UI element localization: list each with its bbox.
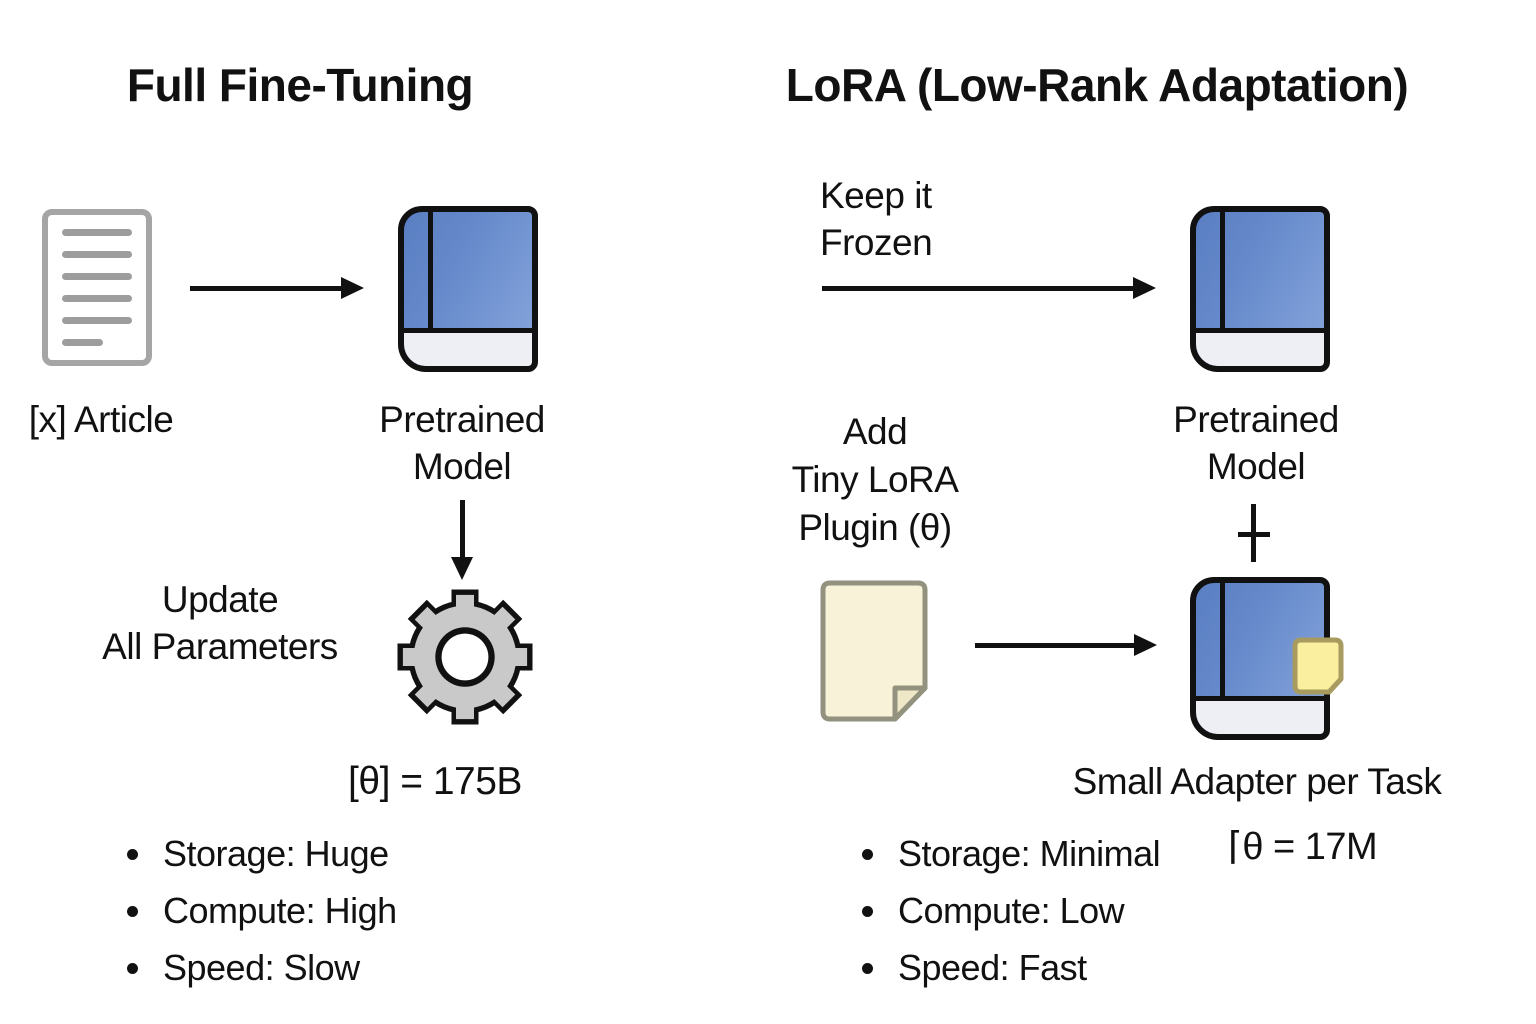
pretrained-model-book-icon (1190, 206, 1330, 372)
label-line: All Parameters (102, 626, 338, 667)
bullet-text: Storage: Minimal (898, 833, 1161, 874)
article-label: [x] Article (28, 399, 174, 440)
bullet-text: Storage: Huge (163, 833, 389, 874)
right-column-title: LoRA (Low-Rank Adaptation) (785, 59, 1409, 111)
sticky-note-icon (1292, 637, 1344, 695)
label-line: Plugin (θ) (798, 507, 952, 548)
left-bullet-list: Storage: Huge Compute: High Speed: Slow (127, 833, 397, 989)
bullet-text: Speed: Fast (898, 947, 1087, 988)
left-column-title: Full Fine-Tuning (126, 59, 474, 111)
label-line: Add (842, 411, 908, 452)
bullet-dot (127, 962, 138, 974)
arrow-down-icon (451, 500, 473, 580)
bullet-item: Speed: Fast (862, 947, 1160, 989)
bullet-text: Speed: Slow (163, 947, 360, 988)
bullet-item: Compute: Low (862, 890, 1160, 932)
params-count-label-left: [θ] = 175B (348, 760, 522, 803)
keep-frozen-label: Keep it Frozen (820, 172, 933, 266)
adapter-label: Small Adapter per Task (1072, 761, 1442, 802)
update-parameters-label: Update All Parameters (70, 576, 370, 670)
pretrained-model-label-left: Pretrained Model (362, 396, 562, 490)
label-line: Tiny LoRA (791, 459, 959, 500)
arrow-right-icon (975, 634, 1157, 656)
label-line: Model (412, 446, 512, 487)
bullet-dot (862, 848, 873, 860)
lora-plugin-paper-icon (820, 580, 928, 722)
doc-line (62, 251, 132, 258)
label-line: Keep it (820, 175, 932, 216)
label-line: Pretrained (1173, 399, 1339, 440)
book-pages (404, 328, 532, 366)
book-spine (428, 212, 433, 328)
bullet-text: Compute: Low (898, 890, 1125, 931)
bullet-text: Compute: High (163, 890, 397, 931)
bullet-dot (862, 905, 873, 917)
book-pages (1196, 696, 1324, 734)
book-spine (1220, 212, 1225, 328)
bullet-dot (127, 905, 138, 917)
arrow-right-icon (822, 277, 1156, 299)
book-pages (1196, 328, 1324, 366)
add-plugin-label: Add Tiny LoRA Plugin (θ) (725, 408, 1025, 552)
params-count-label-right: ⌈θ = 17M (1228, 826, 1378, 868)
bullet-dot (862, 962, 873, 974)
arrow-right-icon (190, 277, 364, 299)
doc-line (62, 317, 132, 324)
label-line: Frozen (820, 222, 933, 263)
label-line: Pretrained (379, 399, 545, 440)
pretrained-model-book-icon (398, 206, 538, 372)
bullet-item: Compute: High (127, 890, 397, 932)
doc-line (62, 339, 103, 346)
label-line: Model (1206, 446, 1306, 487)
pretrained-model-label-right: Pretrained Model (1156, 396, 1356, 490)
article-document-icon (42, 209, 152, 366)
bullet-item: Storage: Minimal (862, 833, 1161, 875)
book-spine (1220, 583, 1225, 696)
doc-line (62, 229, 132, 236)
doc-line (62, 295, 132, 302)
gear-icon (397, 589, 533, 725)
bullet-item: Speed: Slow (127, 947, 397, 989)
label-line: Update (161, 579, 279, 620)
bullet-item: Storage: Huge (127, 833, 397, 875)
doc-line (62, 273, 132, 280)
right-bullet-list: Storage: Minimal Compute: Low Speed: Fas… (862, 833, 1161, 989)
bullet-dot (127, 848, 138, 860)
